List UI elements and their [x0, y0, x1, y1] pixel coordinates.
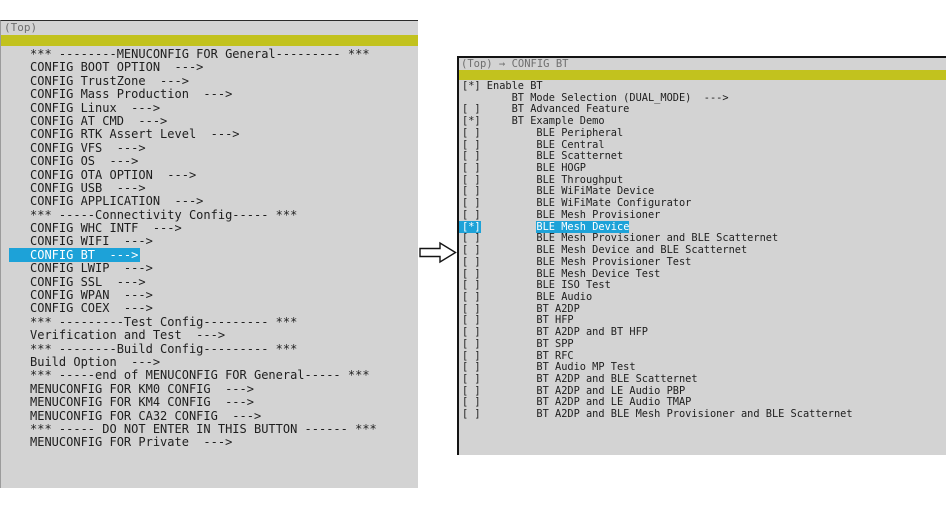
checkbox-item[interactable]: [ ] BLE Mesh Provisioner: [462, 208, 661, 221]
menu-item[interactable]: MENUCONFIG FOR KM4 CONFIG --->: [30, 395, 254, 410]
separator-item: *** --------Build Config--------- ***: [30, 341, 298, 356]
menu-item[interactable]: CONFIG BOOT OPTION --->: [30, 60, 204, 75]
checkbox-item[interactable]: [ ] BT SPP: [462, 337, 574, 350]
checkbox-item[interactable]: [*] BLE Mesh Device: [459, 220, 946, 234]
transition-arrow-icon: [419, 241, 457, 264]
breadcrumb: (Top): [4, 21, 38, 34]
menu-item[interactable]: CONFIG Linux --->: [30, 100, 161, 115]
menu-item[interactable]: CONFIG WHC INTF --->: [30, 221, 182, 236]
checkbox-item[interactable]: [ ] BLE Scatternet: [462, 150, 624, 163]
menu-item[interactable]: MENUCONFIG FOR Private --->: [30, 435, 233, 450]
checkbox-item[interactable]: [ ] BLE Mesh Device and BLE Scatternet: [462, 244, 748, 257]
menu-item[interactable]: CONFIG OS --->: [30, 154, 139, 169]
checkbox-item[interactable]: [ ] BT A2DP and BLE Scatternet: [462, 372, 698, 385]
menu-item[interactable]: MENUCONFIG FOR KM0 CONFIG --->: [30, 381, 254, 396]
menu-item[interactable]: CONFIG BT --->: [1, 247, 418, 262]
breadcrumb: (Top) → CONFIG BT: [461, 58, 569, 70]
menu-item[interactable]: CONFIG RTK Assert Level --->: [30, 127, 240, 142]
menu-item[interactable]: CONFIG LWIP --->: [30, 261, 153, 276]
menu-list: [*] Enable BT BT Mode Selection (DUAL_MO…: [459, 80, 946, 421]
separator-item: *** ----- DO NOT ENTER IN THIS BUTTON --…: [30, 421, 377, 436]
separator-item: *** --------MENUCONFIG FOR General------…: [30, 47, 370, 61]
checkbox-item[interactable]: [ ] BT A2DP and BLE Mesh Provisioner and…: [462, 408, 853, 421]
checkbox-item[interactable]: [ ] BLE ISO Test: [462, 279, 611, 292]
checkbox-item[interactable]: [ ] BT A2DP and BT HFP: [462, 326, 648, 339]
menu-item[interactable]: MENUCONFIG FOR CA32 CONFIG --->: [30, 408, 262, 423]
menuconfig-bt-window: (Top) → CONFIG BT [*] Enable BT BT Mode …: [457, 56, 946, 455]
checkbox-item[interactable]: [ ] BT A2DP and LE Audio PBP: [462, 384, 686, 397]
checkbox-item[interactable]: [ ] BLE HOGP: [462, 162, 586, 175]
checkbox-item[interactable]: [ ] BT Advanced Feature: [462, 103, 630, 116]
menu-item[interactable]: Build Option --->: [30, 354, 161, 369]
menu-item[interactable]: BT Mode Selection (DUAL_MODE) --->: [462, 91, 729, 104]
checkbox-item[interactable]: [ ] BT A2DP and LE Audio TMAP: [462, 396, 692, 409]
checkbox-item[interactable]: [*] Enable BT: [462, 80, 543, 92]
checkbox-checked[interactable]: [*]: [459, 220, 481, 233]
menu-item[interactable]: CONFIG APPLICATION --->: [30, 194, 204, 209]
checkbox-item[interactable]: [ ] BLE WiFiMate Configurator: [462, 197, 692, 210]
separator-item: *** ---------Test Config--------- ***: [30, 314, 298, 329]
checkbox-item[interactable]: [ ] BLE Audio: [462, 290, 593, 303]
checkbox-item[interactable]: [ ] BLE WiFiMate Device: [462, 185, 655, 198]
menu-item[interactable]: CONFIG OTA OPTION --->: [30, 167, 197, 182]
menu-item[interactable]: CONFIG VFS --->: [30, 140, 146, 155]
checkbox-item[interactable]: [ ] BT A2DP: [462, 302, 580, 315]
checkbox-item[interactable]: [ ] BLE Mesh Device Test: [462, 267, 661, 280]
checkbox-item[interactable]: [ ] BLE Mesh Provisioner and BLE Scatter…: [462, 232, 779, 245]
menu-item[interactable]: CONFIG AT CMD --->: [30, 113, 168, 128]
menu-item[interactable]: CONFIG WIFI --->: [30, 234, 153, 249]
menu-item[interactable]: CONFIG SSL --->: [30, 274, 146, 289]
separator-bar: [459, 70, 946, 80]
menu-item[interactable]: CONFIG COEX --->: [30, 301, 153, 316]
checkbox-item[interactable]: [ ] BT Audio MP Test: [462, 361, 636, 374]
checkbox-item[interactable]: [*] BT Example Demo: [462, 115, 605, 128]
menu-list: *** --------MENUCONFIG FOR General------…: [1, 46, 418, 450]
checkbox-item[interactable]: [ ] BLE Central: [462, 138, 605, 151]
checkbox-item[interactable]: [ ] BT HFP: [462, 314, 574, 327]
selected-menu-item-label[interactable]: CONFIG BT --->: [9, 247, 141, 262]
separator-bar: [1, 35, 418, 46]
checkbox-item[interactable]: [ ] BLE Mesh Provisioner Test: [462, 255, 692, 268]
menu-item[interactable]: CONFIG Mass Production --->: [30, 87, 233, 102]
menu-item[interactable]: Verification and Test --->: [30, 328, 226, 343]
selected-menu-item-label[interactable]: BLE Mesh Device: [536, 220, 630, 233]
separator-item: *** -----end of MENUCONFIG FOR General--…: [30, 368, 370, 383]
separator-item: *** -----Connectivity Config----- ***: [30, 207, 298, 222]
menu-item[interactable]: CONFIG WPAN --->: [30, 288, 153, 303]
checkbox-item[interactable]: [ ] BLE Peripheral: [462, 126, 624, 139]
menuconfig-general-window: (Top) *** --------MENUCONFIG FOR General…: [0, 20, 418, 488]
checkbox-item[interactable]: [ ] BLE Throughput: [462, 173, 624, 186]
menu-item[interactable]: CONFIG USB --->: [30, 180, 146, 195]
menu-item[interactable]: CONFIG TrustZone --->: [30, 73, 189, 88]
checkbox-item[interactable]: [ ] BT RFC: [462, 349, 574, 362]
